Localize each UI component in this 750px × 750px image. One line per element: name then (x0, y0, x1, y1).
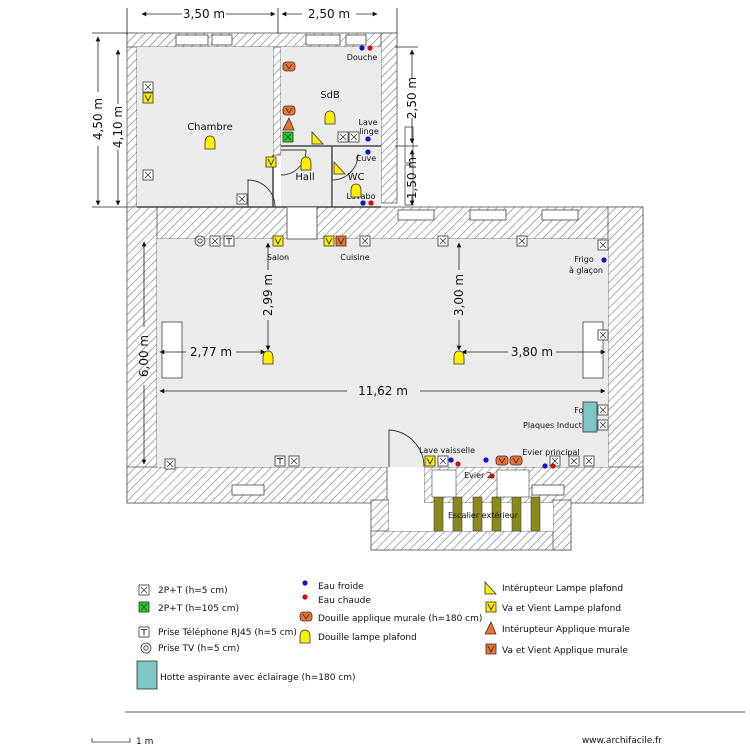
dim-right-lower: 1,50 m (405, 157, 419, 199)
fixture-frigo-2: à glaçon (569, 266, 603, 275)
dim-left-outer: 4,50 m (91, 98, 105, 140)
svg-text:Hotte aspirante avec éclairage: Hotte aspirante avec éclairage (h=180 cm… (160, 672, 356, 683)
room-salon: Salon (267, 253, 289, 262)
scale-bar: 1 m (91, 737, 153, 747)
svg-text:Eau froide: Eau froide (318, 582, 364, 592)
fixture-evier-2: Evier 2 (464, 471, 492, 480)
legend-outlet-low: 2P+T (h=5 cm) (138, 584, 228, 596)
fixture-lave-linge-2: linge (359, 127, 379, 136)
legend-phone: Prise Téléphone RJ45 (h=5 cm) (138, 626, 297, 638)
legend-switch-ceiling: Intérupteur Lampe plafond (484, 581, 623, 595)
room-hall: Hall (295, 172, 314, 183)
scale-label: 1 m (136, 737, 153, 747)
svg-text:Intérupteur Lampe plafond: Intérupteur Lampe plafond (502, 583, 623, 594)
fixture-lave-vaisselle: Lave vaisselle (419, 446, 475, 455)
dim-total-width: 11,62 m (358, 384, 408, 398)
room-cuisine: Cuisine (340, 253, 369, 262)
dimension-labels: 3,50 m 2,50 m 4,50 m 4,10 m 2,50 m 1,50 … (91, 7, 553, 398)
room-wc: WC (348, 172, 365, 183)
dim-left-span: 2,77 m (190, 345, 232, 359)
dim-cuisine-height: 3,00 m (452, 274, 466, 316)
dim-left-inner: 4,10 m (111, 106, 125, 148)
legend-ceiling-socket: Douille lampe plafond (299, 629, 417, 644)
credit: www.archifacile.fr (582, 736, 662, 746)
room-chambre: Chambre (187, 122, 233, 133)
legend-switch-wall: Intérupteur Applique murale (484, 621, 630, 635)
fixture-douche: Douche (347, 53, 378, 62)
walls (126, 32, 644, 551)
svg-text:Douille applique murale (h=180: Douille applique murale (h=180 cm) (318, 614, 482, 624)
dim-main-height: 6,00 m (137, 335, 151, 377)
fixture-evier-principal: Evier principal (522, 448, 579, 457)
fixture-cuve: Cuve (356, 154, 376, 163)
room-labels: Chambre SdB Hall WC Salon Cuisine (187, 90, 370, 262)
legend-hot-water: Eau chaude (302, 594, 371, 606)
fixture-plaques: Plaques Inductio (523, 421, 589, 430)
room-sdb: SdB (320, 90, 340, 101)
dim-right-upper: 2,50 m (405, 77, 419, 119)
legend-hood: Hotte aspirante avec éclairage (h=180 cm… (136, 660, 356, 690)
legend-two-way-ceiling: Va et Vient Lampe plafond (485, 601, 621, 614)
svg-text:2P+T (h=105 cm): 2P+T (h=105 cm) (158, 604, 239, 614)
svg-text:Va et Vient Lampe plafond: Va et Vient Lampe plafond (502, 604, 621, 614)
fixture-lave-linge-1: Lave (358, 118, 377, 127)
legend-cold-water: Eau froide (302, 580, 364, 592)
legend: 2P+T (h=5 cm) 2P+T (h=105 cm) Prise Télé… (136, 580, 630, 690)
svg-text:Intérupteur Applique murale: Intérupteur Applique murale (502, 624, 630, 635)
stairs (431, 469, 541, 532)
dim-salon-height: 2,99 m (261, 274, 275, 316)
legend-wall-socket: Douille applique murale (h=180 cm) (299, 611, 482, 624)
legend-tv: Prise TV (h=5 cm) (140, 642, 240, 654)
svg-text:2P+T (h=5 cm): 2P+T (h=5 cm) (158, 586, 228, 596)
svg-text:Douille lampe plafond: Douille lampe plafond (318, 633, 417, 643)
svg-text:Prise TV (h=5 cm): Prise TV (h=5 cm) (158, 644, 240, 654)
svg-text:Prise Téléphone RJ45 (h=5 cm): Prise Téléphone RJ45 (h=5 cm) (158, 627, 297, 638)
dim-top-right: 2,50 m (308, 7, 350, 21)
fixture-escalier: Escalier extérieur (448, 510, 519, 520)
svg-text:Eau chaude: Eau chaude (318, 596, 371, 606)
dim-right-span: 3,80 m (511, 345, 553, 359)
dim-top-left: 3,50 m (183, 7, 225, 21)
dimension-lines (92, 8, 606, 465)
legend-two-way-wall: Va et Vient Applique murale (485, 643, 628, 656)
floors (137, 47, 608, 531)
fixture-frigo-1: Frigo (574, 255, 594, 264)
doors (247, 149, 425, 468)
legend-outlet-high: 2P+T (h=105 cm) (138, 601, 239, 614)
svg-text:Va et Vient Applique murale: Va et Vient Applique murale (502, 646, 628, 656)
plan-symbols (142, 45, 609, 479)
